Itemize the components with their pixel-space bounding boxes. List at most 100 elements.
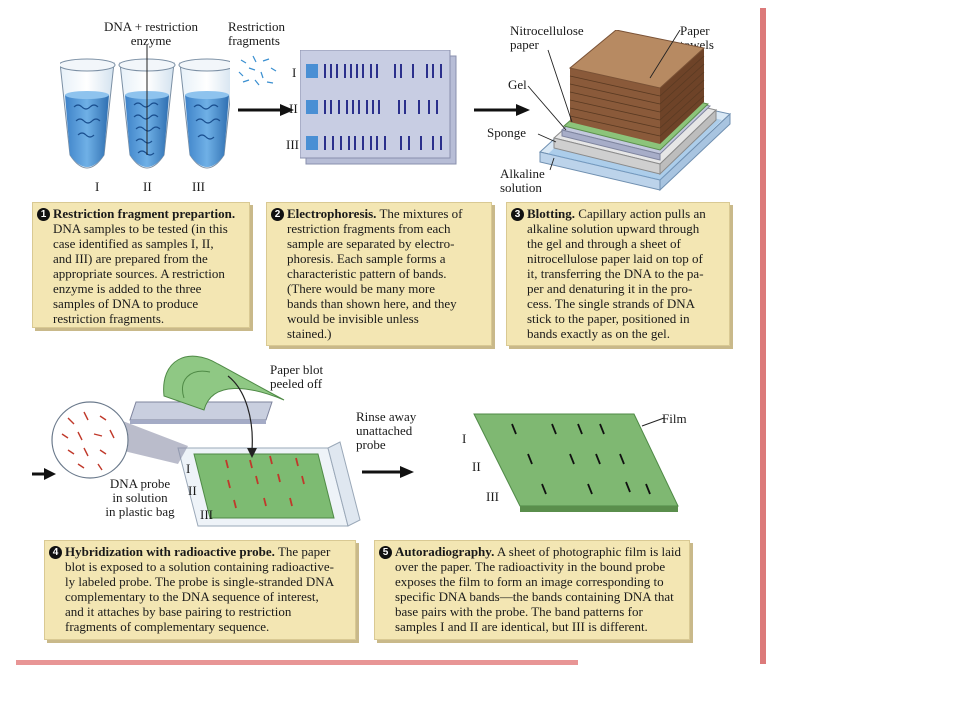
step-number-2: 2: [271, 208, 284, 221]
gel-band: [440, 64, 442, 78]
gel-band: [352, 100, 354, 114]
nitrocellulose-label: Nitrocellulose paper: [510, 23, 584, 52]
film-lane-label-2: II: [472, 459, 481, 474]
gel-band: [378, 100, 380, 114]
blot-lane-label-3: III: [200, 507, 213, 522]
caption-step-5: 5 Autoradiography. A sheet of photograph…: [374, 540, 690, 640]
blot-lane-label-1: I: [186, 461, 191, 476]
film-lane-label-3: III: [486, 489, 499, 504]
gel-band: [440, 136, 442, 150]
tube-label-3: III: [192, 179, 205, 194]
gel-band: [412, 64, 414, 78]
rinse-label: Rinse away unattached probe: [356, 409, 417, 452]
gel-underlay: [129, 401, 273, 424]
gel-band: [330, 64, 332, 78]
frame-edge-bottom: [16, 660, 578, 665]
tube-3: [178, 58, 230, 169]
fragments-icon: [238, 55, 277, 86]
gel-band: [398, 100, 400, 114]
film-lane-label-1: I: [462, 431, 467, 446]
peel-arrow: [227, 375, 253, 451]
frame-edge-right: [760, 8, 766, 664]
probe-magnifier: [51, 401, 188, 479]
gel-bands: [324, 64, 442, 150]
caption-5-title: Autoradiography.: [395, 544, 495, 559]
gel-band: [336, 64, 338, 78]
gel-band: [384, 136, 386, 150]
caption-step-1: 1 Restriction fragment prepartion. DNA s…: [32, 202, 250, 328]
gel-band: [408, 136, 410, 150]
gel-band: [400, 64, 402, 78]
gel-band: [324, 64, 326, 78]
film-leader-line: [641, 417, 665, 427]
gel-band: [400, 136, 402, 150]
caption-step-4: 4 Hybridization with radioactive probe. …: [44, 540, 356, 640]
gel-band: [340, 136, 342, 150]
step-number-1: 1: [37, 208, 50, 221]
caption-2-title: Electrophoresis.: [287, 206, 377, 221]
caption-step-2: 2 Electrophoresis. The mixtures of restr…: [266, 202, 492, 346]
gel-layer-label: Gel: [508, 77, 527, 92]
gel-band: [356, 64, 358, 78]
peeled-paper-blot: [163, 355, 285, 411]
blotting-stack-illustration: [527, 30, 732, 192]
film-bands: [511, 423, 651, 495]
gel-band: [324, 136, 326, 150]
gel-band: [366, 100, 368, 114]
arrow-panel2-to-3: [474, 104, 530, 116]
fragments-label: Restriction fragments: [228, 19, 286, 48]
step-number-5: 5: [379, 546, 392, 559]
gel-band: [404, 100, 406, 114]
tube-label-2: II: [143, 179, 152, 194]
gel-lane-label-1: I: [292, 65, 297, 80]
caption-4-title: Hybridization with radioactive probe.: [65, 544, 275, 559]
gel-band: [324, 100, 326, 114]
step-number-3: 3: [511, 208, 524, 221]
blot-paper-in-bag: [193, 453, 335, 519]
gel-band: [376, 136, 378, 150]
gel-band: [330, 100, 332, 114]
gel-band: [428, 100, 430, 114]
film-illustration: [473, 413, 679, 512]
tube-header: DNA + restriction enzyme: [104, 19, 198, 48]
film-label: Film: [662, 411, 687, 426]
gel-lane-label-3: III: [286, 137, 299, 152]
gel-band: [372, 100, 374, 114]
gel-band: [418, 100, 420, 114]
gel-illustration: [300, 50, 457, 165]
arrow-panel1-to-2: [238, 104, 294, 116]
gel-band: [346, 100, 348, 114]
gel-band: [376, 64, 378, 78]
gel-band: [436, 100, 438, 114]
tube-1: [60, 58, 116, 169]
gel-band: [350, 64, 352, 78]
gel-band: [332, 136, 334, 150]
peeled-off-label: Paper blot peeled off: [270, 362, 324, 391]
gel-band: [354, 136, 356, 150]
caption-3-title: Blotting.: [527, 206, 576, 221]
gel-band: [370, 64, 372, 78]
layer-leader-lines: [527, 30, 681, 171]
dna-squiggles: [73, 102, 221, 156]
gel-band: [426, 64, 428, 78]
step-number-4: 4: [49, 546, 62, 559]
caption-step-3: 3 Blotting. Capillary action pulls an al…: [506, 202, 730, 346]
gel-band: [362, 64, 364, 78]
gel-band: [348, 136, 350, 150]
gel-band: [370, 136, 372, 150]
arrow-panel3-to-4: [32, 468, 56, 480]
tube-label-1: I: [95, 179, 100, 194]
caption-1-title: Restriction fragment prepartion.: [53, 206, 236, 221]
hybridization-illustration: [32, 355, 361, 527]
tubes-illustration: [60, 45, 230, 169]
gel-band: [362, 136, 364, 150]
gel-band: [432, 64, 434, 78]
gel-band: [358, 100, 360, 114]
blot-lane-label-2: II: [188, 483, 197, 498]
gel-band: [344, 64, 346, 78]
sponge-label: Sponge: [487, 125, 526, 140]
gel-band: [420, 136, 422, 150]
gel-band: [394, 64, 396, 78]
dna-probe-label: DNA probe in solution in plastic bag: [105, 476, 175, 519]
